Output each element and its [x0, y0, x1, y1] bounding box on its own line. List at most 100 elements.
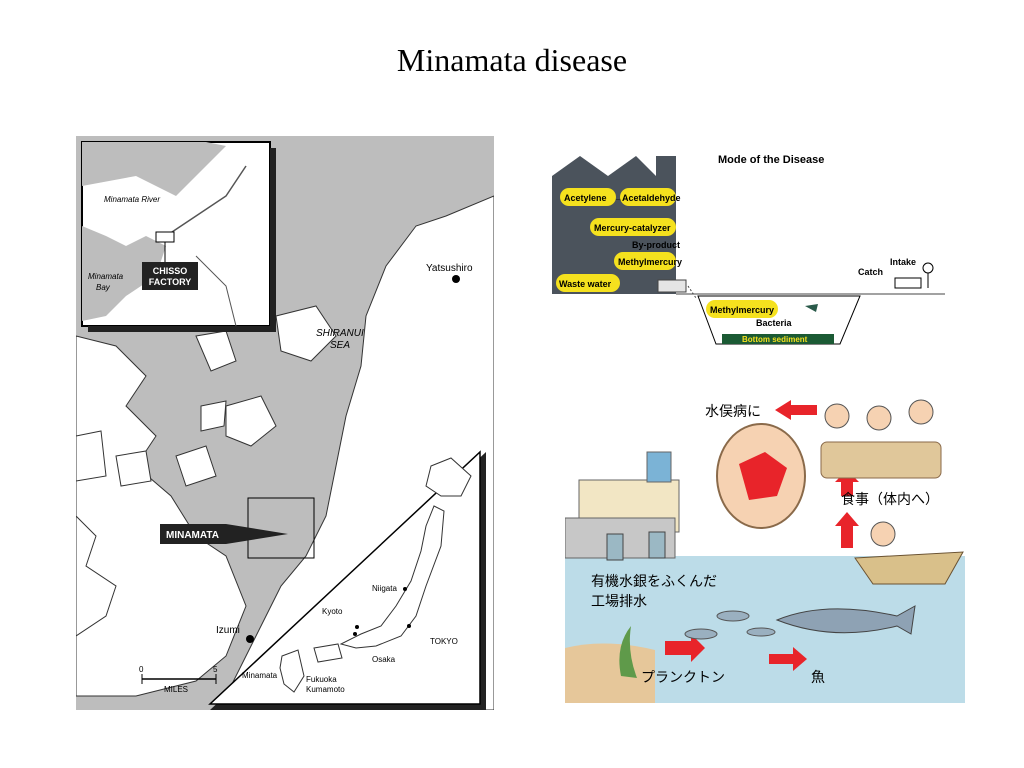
mode-diagram: Mode of the Disease Acetylene → Acetalde…: [550, 148, 950, 348]
waste-label: Waste water: [559, 279, 612, 289]
brain-damage-star: [739, 452, 787, 500]
yatsushiro-dot: [452, 275, 460, 283]
mode-graphic: Mode of the Disease Acetylene → Acetalde…: [552, 154, 945, 345]
bay-label-2: Bay: [96, 283, 111, 292]
inset-shadow-bottom: [88, 326, 276, 332]
island-6: [175, 445, 217, 487]
bay-methyl-pill: [706, 300, 778, 318]
factory-marker: [155, 231, 175, 243]
map-graphic: CHISSO FACTORY Minamata River Minamata B…: [75, 136, 495, 711]
catch-label: Catch: [858, 267, 883, 277]
small-fish-icon-1: [716, 610, 750, 622]
osaka-label: Osaka: [372, 655, 396, 664]
meal-table: [820, 441, 942, 479]
tokyo-dot: [407, 624, 411, 628]
kumamoto-label: Kumamoto: [306, 685, 345, 694]
factory-tank: [646, 451, 672, 483]
arrow-to-disease: [775, 400, 817, 420]
drain-pipe-1: [606, 533, 624, 561]
wastewater-label-2: 工場排水: [591, 593, 647, 609]
large-fish-icon: [775, 605, 916, 635]
japan-honshu: [339, 505, 445, 649]
plankton-label: プランクトン: [641, 669, 725, 685]
sea-label-2: SEA: [330, 340, 350, 351]
island-2: [225, 395, 277, 447]
bay-methyl-label: Methylmercury: [710, 305, 774, 315]
arrow-to-meal-1: [835, 512, 859, 548]
japan-hokkaido: [425, 457, 472, 497]
acetaldehyde-label: Acetaldehyde: [622, 193, 681, 203]
inset-bay: [82, 226, 166, 321]
seaweed-icon: [619, 626, 637, 678]
fukuoka-label: Fukuoka: [306, 675, 337, 684]
scale-zero: 0: [139, 665, 144, 674]
fisherman-icon: [870, 521, 896, 547]
small-fish-icon-2: [684, 628, 718, 640]
diner-3-icon: [908, 399, 934, 425]
river-label: Minamata River: [104, 195, 160, 204]
sea-floor: [565, 643, 655, 703]
kyoto-dot: [355, 625, 359, 629]
scale-five: 5: [213, 665, 218, 674]
fish-icon: [805, 304, 818, 312]
osaka-dot: [353, 632, 357, 636]
niigata-label: Niigata: [372, 584, 397, 593]
arrow-to-fish: [769, 647, 807, 671]
inset-river: [165, 165, 247, 237]
waste-flow: [687, 285, 697, 299]
diner-2-icon: [866, 405, 892, 431]
disease-label: 水俣病に: [705, 403, 761, 419]
fish-label: 魚: [811, 669, 825, 685]
japan-shikoku: [313, 643, 343, 663]
acetaldehyde-pill: [620, 188, 676, 206]
fishing-boat: [854, 551, 964, 585]
arrow-to-plankton: [665, 634, 705, 662]
island-1: [275, 305, 337, 362]
minamata-pointer: [160, 524, 288, 544]
inset-shadow-right: [270, 148, 276, 332]
factory-label-1: CHISSO: [153, 266, 188, 276]
japan-kyushu: [279, 649, 305, 693]
minamata-map: CHISSO FACTORY Minamata River Minamata B…: [75, 136, 495, 711]
island-3: [195, 330, 237, 372]
byproduct-label: By-product: [632, 240, 680, 250]
cycle-illustration: 水俣病に 食事（体内へ） 有機水銀をふくんだ 工場排水 プランクトン 魚: [564, 388, 965, 703]
wastewater-label-1: 有機水銀をふくんだ: [591, 573, 717, 589]
sea-label-1: SHIRANUI: [316, 328, 364, 339]
waste-pipe: [657, 279, 687, 293]
meal-label: 食事（体内へ）: [841, 491, 939, 507]
methylmercury-label: Methylmercury: [618, 257, 682, 267]
inset-border: [195, 255, 237, 327]
izumi-label: Izumi: [216, 625, 240, 636]
sediment-label: Bottom sediment: [742, 335, 808, 344]
japan-inset-frame: [208, 450, 481, 705]
catalyzer-pill: [590, 218, 676, 236]
mode-title: Mode of the Disease: [718, 154, 824, 166]
diner-1-icon: [824, 403, 850, 429]
table-icon: [894, 277, 922, 289]
acetylene-pill: [560, 188, 616, 206]
catalyzer-label: Mercury-catalyzer: [594, 223, 671, 233]
inset-sea: [82, 142, 226, 196]
scale-unit: MILES: [164, 685, 188, 694]
slide-title: Minamata disease: [396, 42, 628, 78]
drain-pipe-2: [648, 531, 666, 559]
minamata-label: MINAMATA: [166, 530, 219, 541]
japan-minamata-label: Minamata: [242, 671, 278, 680]
sediment-band: [722, 334, 834, 344]
niigata-dot: [403, 587, 407, 591]
island-7: [75, 430, 107, 482]
waste-pill: [556, 274, 620, 292]
cycle-graphic: 水俣病に 食事（体内へ） 有機水銀をふくんだ 工場排水 プランクトン 魚: [564, 388, 965, 703]
kyoto-label: Kyoto: [322, 607, 343, 616]
bacteria-label: Bacteria: [756, 318, 793, 328]
person-icon: [922, 262, 934, 274]
intake-label: Intake: [890, 257, 916, 267]
factory-label-box: [142, 262, 198, 290]
methylmercury-pill: [614, 252, 676, 270]
bay-label-1: Minamata: [88, 272, 124, 281]
tokyo-label: TOKYO: [430, 637, 458, 646]
factory-label-2: FACTORY: [149, 277, 192, 287]
kyushu-coast: [75, 514, 117, 637]
island-5: [115, 450, 152, 487]
